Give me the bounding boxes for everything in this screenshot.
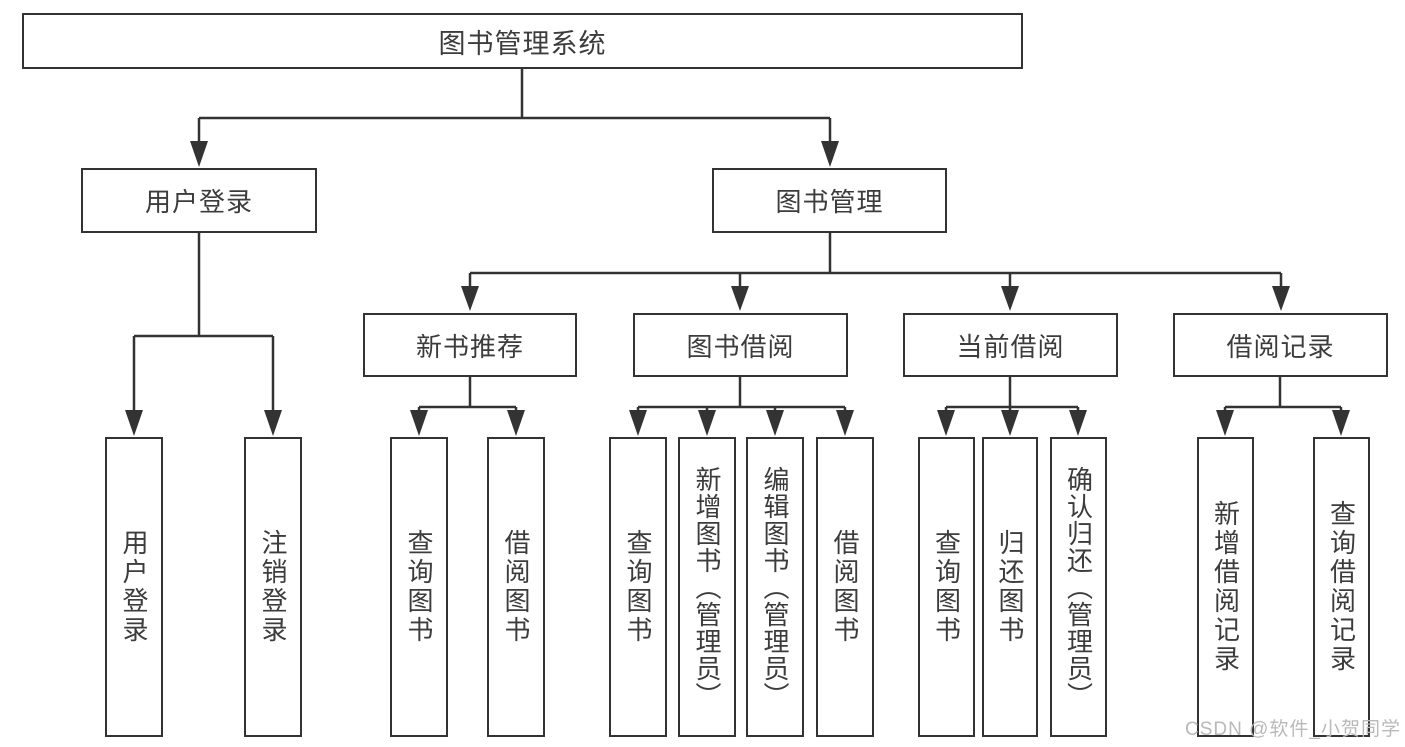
- leaf-cb-return-books: 归还图书: [982, 437, 1038, 737]
- connector-book-mgmt-branch: [468, 233, 1283, 290]
- arrowheads-borrow-records-branch: [1216, 410, 1350, 436]
- watermark: CSDN @软件_小贺同学: [1185, 719, 1401, 740]
- connector-current-borrow-branch: [944, 377, 1080, 414]
- leaf-logout-label: 注销登录: [258, 529, 289, 645]
- leaf-bw-query-books: 查询图书: [609, 437, 667, 737]
- node-library-system: 图书管理系统: [22, 13, 1023, 69]
- connector-borrow-records-branch: [1223, 377, 1343, 414]
- node-user-login-label: 用户登录: [144, 187, 253, 217]
- arrowheads-book-borrow-branch: [629, 410, 854, 436]
- leaf-cb-query-books: 查询图书: [918, 437, 975, 737]
- leaf-cb-return-books-label: 归还图书: [995, 529, 1026, 645]
- leaf-nb-query-books: 查询图书: [390, 437, 448, 737]
- arrowheads-book-mgmt-branch: [461, 286, 1290, 311]
- leaf-cb-query-books-label: 查询图书: [931, 529, 962, 645]
- leaf-br-add-record-label: 新增借阅记录: [1210, 500, 1241, 674]
- connector-book-borrow-branch: [636, 377, 847, 414]
- leaf-logout: 注销登录: [244, 437, 302, 737]
- arrowheads-new-books-branch: [410, 410, 525, 436]
- node-current-borrow: 当前借阅: [903, 313, 1118, 377]
- leaf-bw-borrow-books: 借阅图书: [816, 437, 874, 737]
- connector-new-books-branch: [417, 377, 518, 414]
- leaf-br-query-record-label: 查询借阅记录: [1326, 500, 1357, 674]
- leaf-bw-query-books-label: 查询图书: [623, 529, 654, 645]
- arrowheads-user-login-branch: [125, 410, 282, 436]
- node-current-borrow-label: 当前借阅: [956, 331, 1065, 362]
- arrowheads-current-borrow-branch: [937, 410, 1087, 436]
- leaf-user-login: 用户登录: [105, 437, 163, 737]
- leaf-bw-edit-books-admin: 编辑图书（管理员）: [746, 437, 804, 737]
- leaf-cb-confirm-return-admin-label: 确认归还（管理员）: [1063, 465, 1094, 709]
- node-library-system-label: 图书管理系统: [438, 28, 607, 59]
- node-book-management: 图书管理: [712, 168, 947, 233]
- node-book-borrow-label: 图书借阅: [686, 331, 795, 362]
- node-new-book-recommend: 新书推荐: [363, 313, 577, 377]
- leaf-bw-add-books-admin-label: 新增图书（管理员）: [692, 465, 723, 709]
- node-book-management-label: 图书管理: [775, 187, 884, 217]
- leaf-nb-query-books-label: 查询图书: [404, 529, 435, 645]
- leaf-nb-borrow-books: 借阅图书: [487, 437, 545, 737]
- connector-root-to-level1: [197, 69, 832, 146]
- node-borrow-records-label: 借阅记录: [1226, 331, 1335, 362]
- node-book-borrow: 图书借阅: [633, 313, 848, 377]
- leaf-bw-edit-books-admin-label: 编辑图书（管理员）: [760, 465, 791, 709]
- connector-user-login-branch: [132, 233, 275, 414]
- leaf-user-login-label: 用户登录: [119, 529, 150, 645]
- leaf-cb-confirm-return-admin: 确认归还（管理员）: [1050, 437, 1107, 737]
- leaf-br-add-record: 新增借阅记录: [1197, 437, 1254, 737]
- node-borrow-records: 借阅记录: [1173, 313, 1388, 377]
- leaf-bw-add-books-admin: 新增图书（管理员）: [678, 437, 736, 737]
- node-user-login: 用户登录: [81, 168, 317, 233]
- node-new-book-recommend-label: 新书推荐: [415, 331, 524, 362]
- arrowheads-level1: [190, 141, 839, 167]
- leaf-nb-borrow-books-label: 借阅图书: [501, 529, 532, 645]
- leaf-br-query-record: 查询借阅记录: [1313, 437, 1370, 737]
- leaf-bw-borrow-books-label: 借阅图书: [830, 529, 861, 645]
